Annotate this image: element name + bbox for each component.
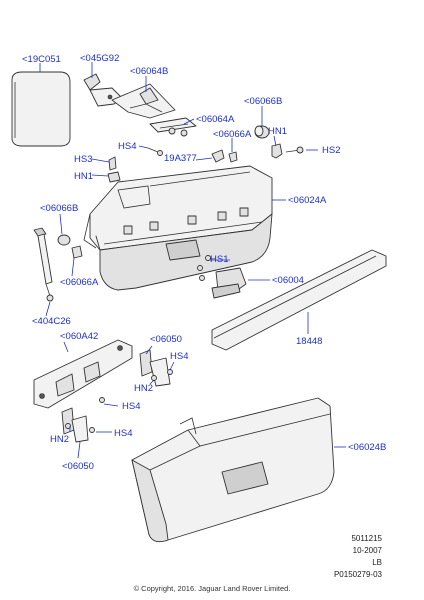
part-hs4-screw-mid: [167, 369, 173, 375]
part-hn1-clip-left: [107, 171, 121, 183]
part-hs3-screw: [108, 156, 117, 171]
label-hs4-top: HS4: [118, 141, 137, 152]
label-06066B-top: <06066B: [244, 96, 283, 107]
part-404C26-strut: [33, 227, 54, 302]
label-404C26: <404C26: [32, 316, 71, 327]
part-06064A-plate: [149, 117, 197, 137]
label-hs4-low1: HS4: [122, 401, 141, 412]
diagram-region: LB: [372, 558, 382, 567]
label-hn1-top: HN1: [268, 126, 288, 137]
label-hs2: HS2: [322, 145, 341, 156]
part-06050-hinge-low: [61, 407, 89, 443]
part-hn2-nut-low: [65, 423, 71, 429]
part-hs4-screw-low2: [89, 427, 95, 433]
label-06064A: <06064A: [196, 114, 235, 125]
label-06066A-top: <06066A: [213, 129, 252, 140]
label-045G92: <045G92: [80, 53, 120, 64]
label-hn1-left: HN1: [74, 171, 94, 182]
part-hs1-screws: [197, 255, 211, 281]
part-06066B-cap-top: [254, 125, 270, 139]
copyright-notice: © Copyright, 2016. Jaguar Land Rover Lim…: [133, 584, 291, 593]
label-19A377: 19A377: [164, 153, 197, 164]
label-19C051: <19C051: [22, 54, 61, 65]
label-hs4-mid: HS4: [170, 351, 189, 362]
label-06064B: <06064B: [130, 66, 169, 77]
leader-lines: [39, 62, 346, 459]
part-060A42-bracket: [33, 339, 133, 409]
diagram-date: 10-2007: [352, 546, 382, 555]
label-hs1: HS1: [210, 254, 229, 265]
label-hn2-top: HN2: [134, 383, 154, 394]
label-06050-low: <06050: [62, 461, 94, 472]
label-060A42: <060A42: [60, 331, 99, 342]
label-06024A: <06024A: [288, 195, 327, 206]
label-06066A-left: <06066A: [60, 277, 99, 288]
part-hs4-screw-low1: [99, 397, 105, 403]
part-06066A-clip-top: [228, 151, 238, 163]
part-19C051-pad: [11, 71, 71, 147]
label-06050-top: <06050: [150, 334, 182, 345]
label-hn2-low: HN2: [50, 434, 70, 445]
part-hs4-screw-top: [147, 147, 163, 156]
part-19A377-clip: [211, 149, 225, 163]
label-06066B-left: <06066B: [40, 203, 79, 214]
label-hs4-low2: HS4: [114, 428, 133, 439]
part-06024B-glovebox: [131, 397, 335, 543]
label-06024B: <06024B: [348, 442, 387, 453]
label-hs3: HS3: [74, 154, 93, 165]
label-18448: 18448: [296, 336, 323, 347]
part-hn1-nut: [271, 143, 283, 159]
part-hs2-screw: [285, 146, 304, 154]
part-18448-seal: [211, 249, 387, 351]
diagram-ref: P0150279-03: [333, 570, 382, 579]
part-06066A-clip-left: [71, 245, 83, 259]
diagram-code: 5011215: [351, 534, 382, 543]
part-06004-latch: [211, 267, 247, 299]
label-06004: <06004: [272, 275, 304, 286]
part-06064B-bracket: [111, 83, 176, 119]
part-hn2-nut-mid: [151, 375, 157, 381]
part-06024A-glovebox: [83, 165, 273, 291]
part-06066B-cap-left: [57, 234, 71, 246]
